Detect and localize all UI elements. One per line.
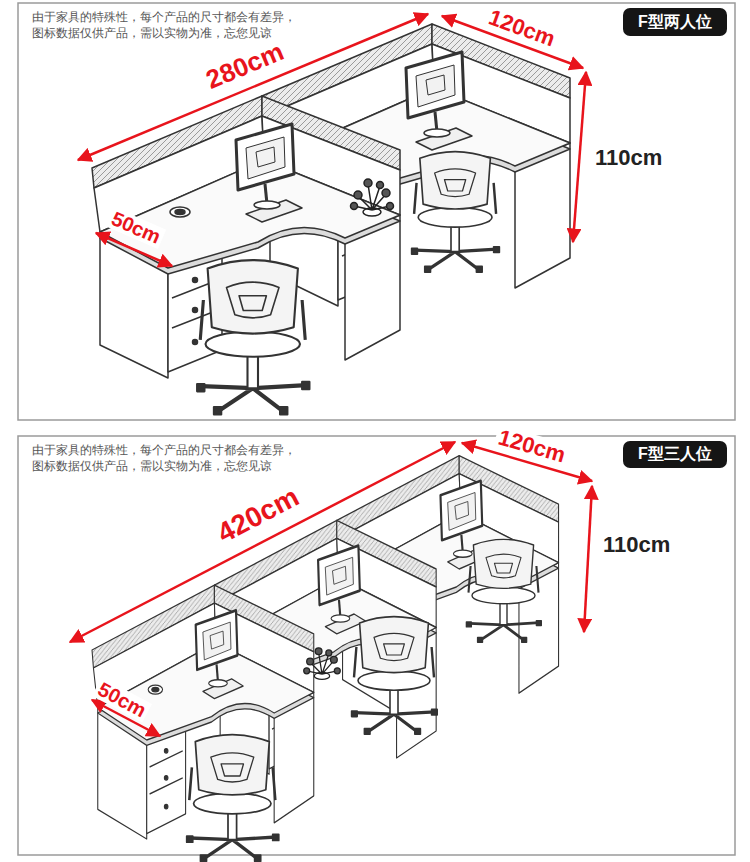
dimension-label: 110cm xyxy=(592,146,665,169)
dimension-label: 120cm xyxy=(493,425,571,468)
office-chair xyxy=(466,539,541,642)
title-badge: F型三人位 xyxy=(623,441,727,468)
plant xyxy=(304,648,341,679)
badge-text: F型三人位 xyxy=(638,444,712,465)
office-chair xyxy=(187,735,279,861)
dimension-label: 120cm xyxy=(483,4,561,51)
title-badge: F型两人位 xyxy=(623,8,727,36)
dimension-arrows xyxy=(70,14,592,736)
office-chair xyxy=(412,152,500,273)
panel-frame xyxy=(18,3,735,420)
dimension-label: 50cm xyxy=(92,677,152,722)
office-chair xyxy=(352,617,438,735)
dimension-label: 110cm xyxy=(600,533,673,556)
dimension-arrow xyxy=(584,486,592,632)
office-chair xyxy=(197,260,309,414)
panel-frame xyxy=(18,436,735,855)
dimension-arrow xyxy=(573,72,586,242)
disclaimer-note: 由于家具的特殊性，每个产品的尺寸都会有差异， 图标数据仅供产品，需以实物为准，忘… xyxy=(32,442,304,474)
disclaimer-note: 由于家具的特殊性，每个产品的尺寸都会有差异， 图标数据仅供产品，需以实物为准，忘… xyxy=(32,9,304,41)
dimension-label: 50cm xyxy=(106,207,167,249)
dimension-label: 280cm xyxy=(200,37,291,96)
plant xyxy=(351,179,394,216)
badge-text: F型两人位 xyxy=(638,12,712,33)
dimension-label: 420cm xyxy=(210,480,306,549)
